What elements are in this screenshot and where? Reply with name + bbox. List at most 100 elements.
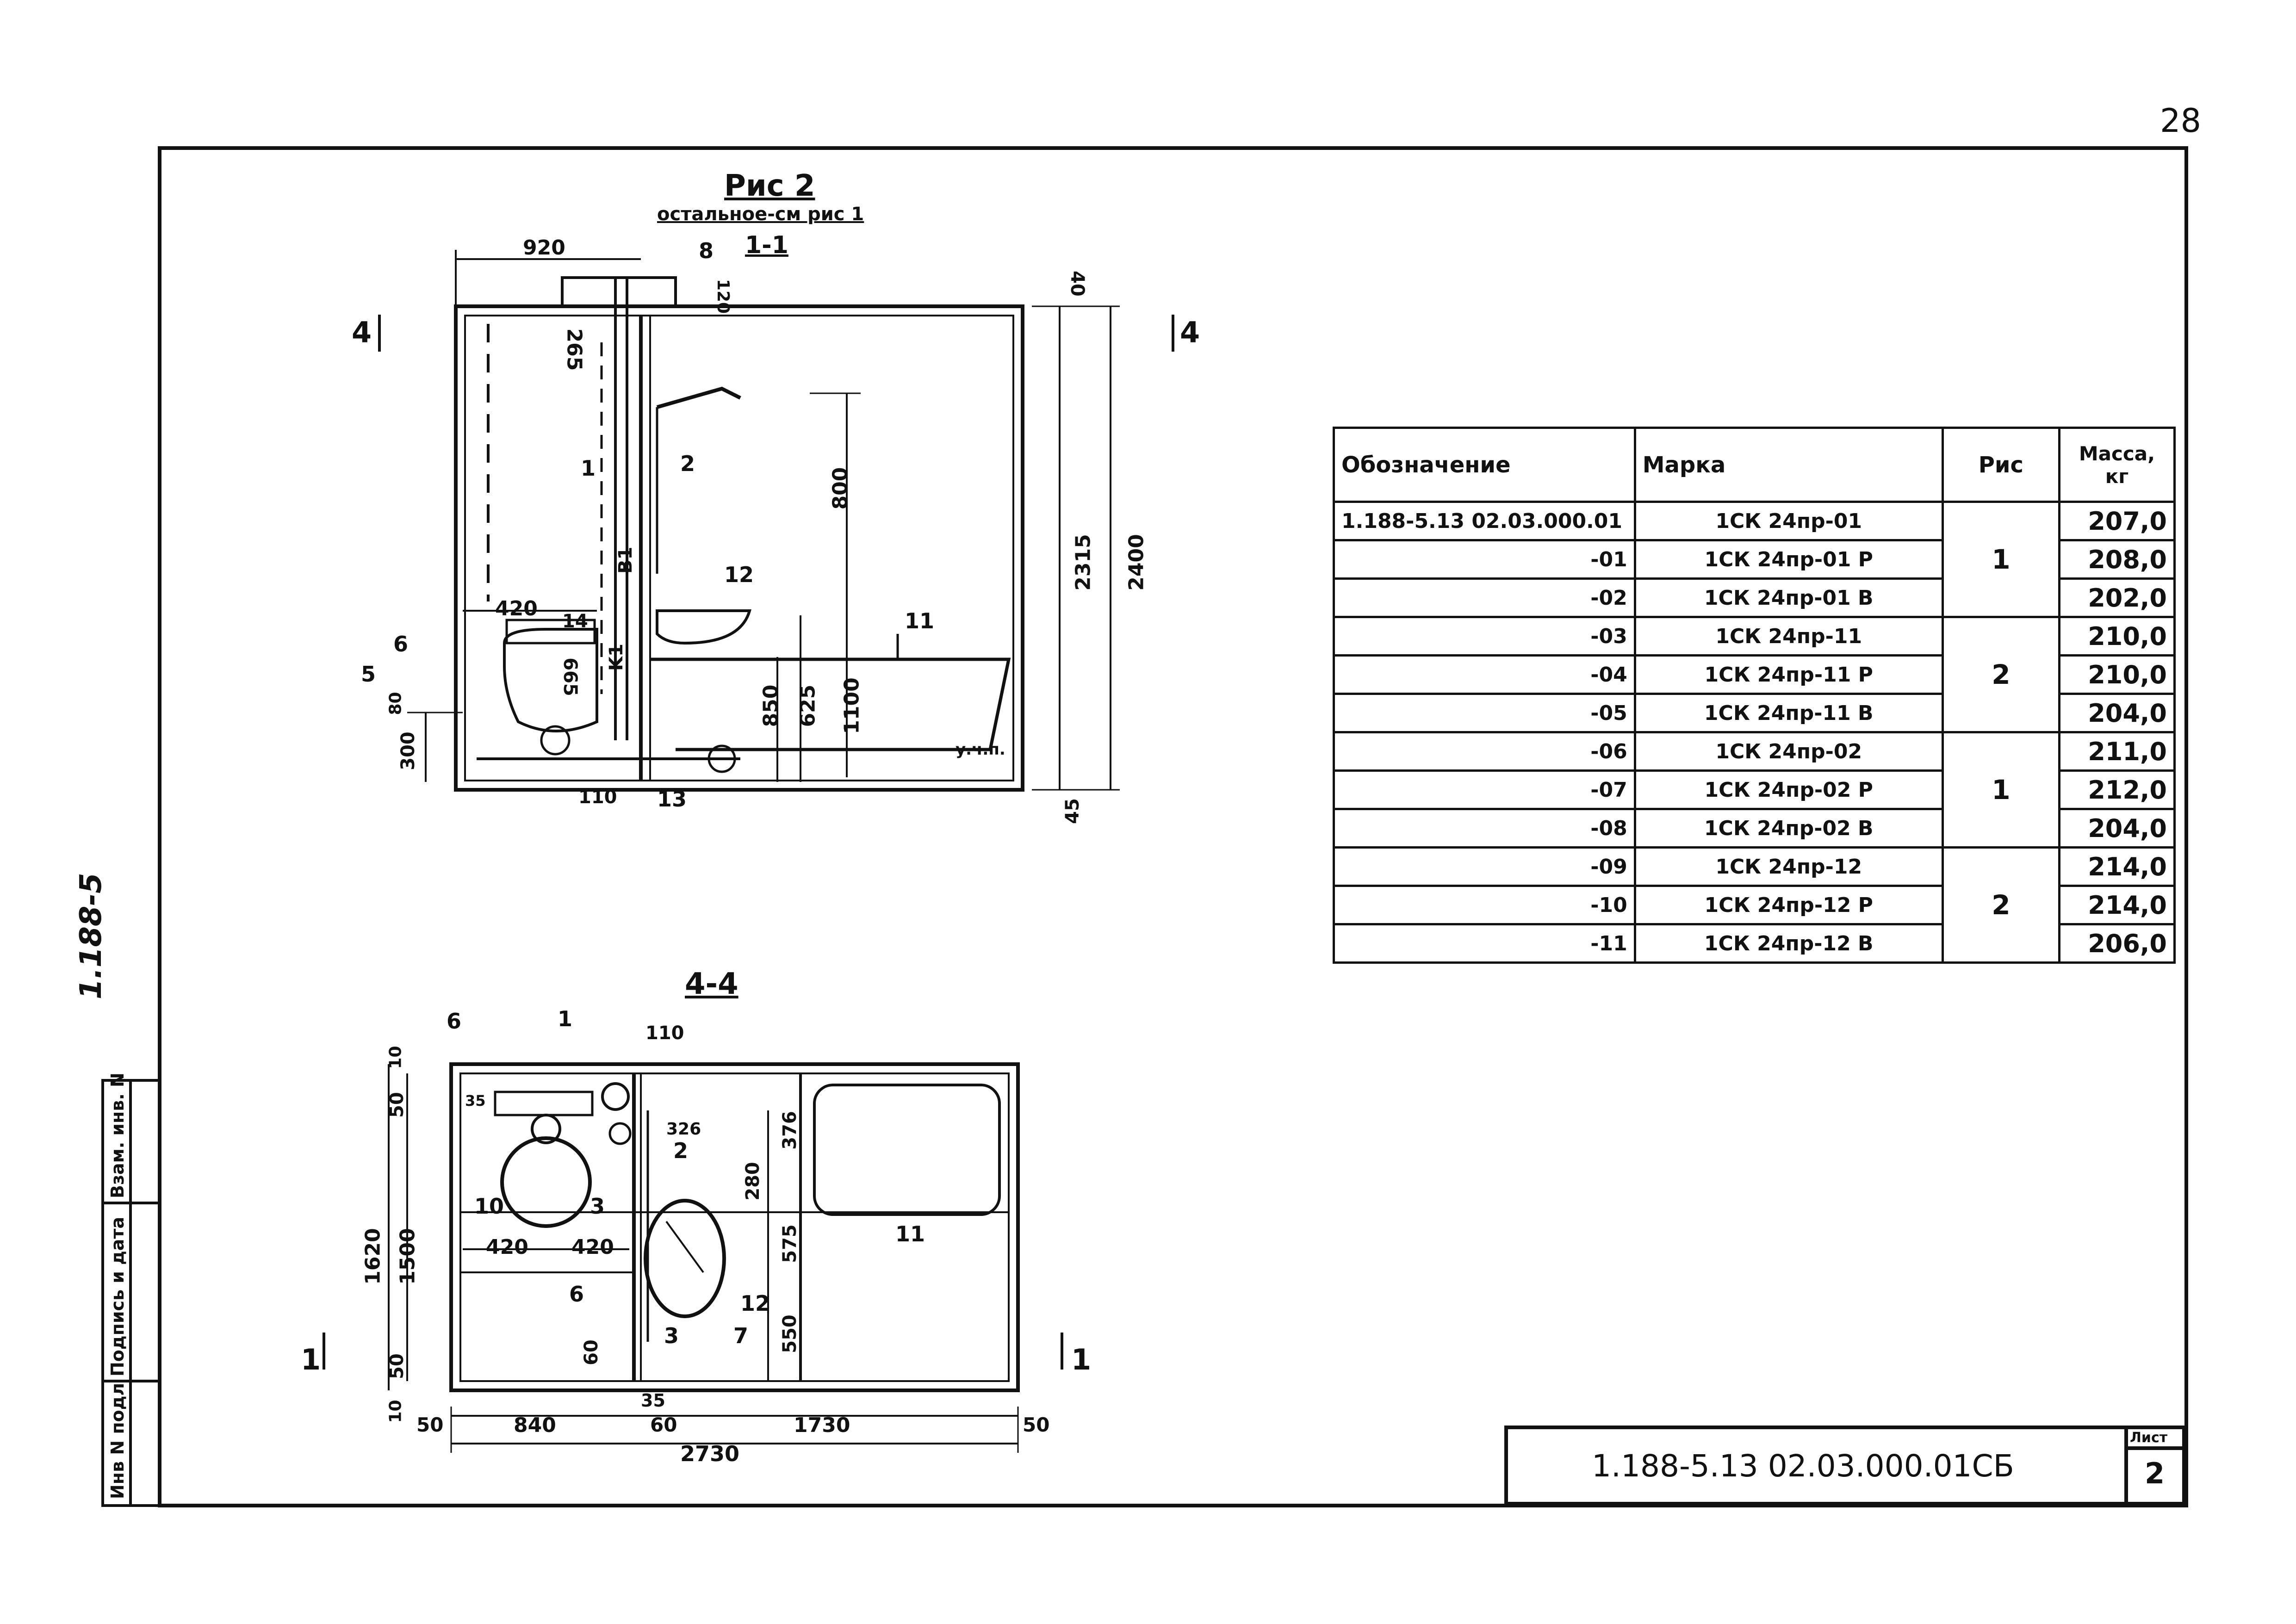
figure-subtitle: остальное-см рис 1 — [657, 204, 864, 225]
dim-4-35-top: 35 — [465, 1092, 486, 1110]
callout-4-6-bottom: 6 — [569, 1282, 584, 1307]
table-row: -01 1СК 24пр-01 Р 208,0 — [1333, 539, 2176, 580]
table-row: -04 1СК 24пр-11 Р 210,0 — [1333, 654, 2176, 695]
dim-4-326: 326 — [666, 1120, 701, 1139]
dim-4-10-top: 10 — [386, 1046, 405, 1069]
cell-fig: 1 — [1941, 731, 2060, 849]
table-row: 1.188-5.13 02.03.000.01 1СК 24пр-01 1 20… — [1333, 501, 2176, 618]
callout-4-10: 10 — [474, 1194, 504, 1219]
cell-mark: 1СК 24пр-12 Р — [1633, 885, 1944, 925]
callout-4-6-top: 6 — [447, 1009, 462, 1034]
drawing-code: 1.188-5.13 02.03.000.01СБ — [1592, 1448, 2014, 1484]
dim-265: 265 — [562, 328, 586, 371]
section-4-4-label: 4-4 — [685, 967, 738, 1001]
cell-mark: 1СК 24пр-01 Р — [1633, 539, 1944, 580]
cell-designation: -10 — [1333, 885, 1636, 925]
dim-4-376: 376 — [779, 1111, 800, 1150]
callout-5: 5 — [361, 662, 376, 687]
cell-mass: 207,0 — [2058, 501, 2176, 541]
cell-mass: 210,0 — [2058, 654, 2176, 695]
dim-300: 300 — [397, 731, 419, 770]
stamp-inv-podl: Инв N подл — [107, 1382, 128, 1499]
cell-mark: 1СК 24пр-02 — [1633, 731, 1944, 772]
pipe-label-b1: B1 — [615, 547, 636, 574]
cell-designation: -03 — [1333, 616, 1636, 657]
dim-420: 420 — [495, 597, 538, 620]
dim-2315: 2315 — [1071, 534, 1095, 591]
cell-mark: 1СК 24пр-11 В — [1633, 693, 1944, 733]
callout-11: 11 — [905, 608, 935, 633]
table-row: -03 1СК 24пр-11 2 210,0 — [1333, 616, 2176, 733]
callout-4-11: 11 — [895, 1221, 925, 1246]
cell-designation: -02 — [1333, 577, 1636, 618]
page-number: 28 — [2160, 102, 2202, 140]
sheet-frame — [158, 146, 2188, 1507]
sheet-label: Лист — [2130, 1430, 2168, 1446]
stamp-podpis-data: Подпись и дата — [107, 1216, 128, 1376]
dim-80: 80 — [386, 692, 405, 715]
callout-4-7: 7 — [733, 1323, 749, 1348]
callout-6: 6 — [393, 632, 409, 657]
header-designation: Обозначение — [1333, 427, 1636, 503]
callout-2: 2 — [680, 451, 695, 476]
dim-4-35-bottom: 35 — [641, 1390, 665, 1411]
dim-4-50-top: 50 — [386, 1092, 408, 1118]
dim-4-total-2730: 2730 — [680, 1441, 740, 1466]
table-row: -10 1СК 24пр-12 Р 214,0 — [1333, 885, 2176, 925]
callout-4-2: 2 — [673, 1138, 689, 1163]
section-4-4-drawing — [323, 1062, 1063, 1453]
dim-4-280: 280 — [742, 1162, 763, 1201]
left-margin-code: 1.188-5 — [74, 873, 108, 999]
cell-mark: 1СК 24пр-11 Р — [1633, 654, 1944, 695]
cell-designation: -09 — [1333, 846, 1636, 887]
header-mark: Марка — [1633, 427, 1944, 503]
cell-mass: 204,0 — [2058, 693, 2176, 733]
cut-label-4-right: 4 — [1180, 316, 1200, 349]
cell-mark: 1СК 24пр-12 В — [1633, 923, 1944, 964]
cell-mass: 210,0 — [2058, 616, 2176, 657]
dim-4-550: 550 — [779, 1314, 800, 1353]
callout-12: 12 — [724, 562, 754, 587]
dim-110: 110 — [578, 787, 617, 808]
dim-40: 40 — [1066, 271, 1088, 297]
section-1-1-drawing — [378, 250, 1174, 792]
dim-850: 850 — [759, 684, 783, 727]
dim-2400: 2400 — [1124, 534, 1148, 591]
header-fig: Рис — [1941, 427, 2060, 503]
cell-mass: 208,0 — [2058, 539, 2176, 580]
cell-designation: -05 — [1333, 693, 1636, 733]
cell-mass: 204,0 — [2058, 808, 2176, 849]
section-1-1-label: 1-1 — [745, 231, 788, 259]
cell-mass: 212,0 — [2058, 769, 2176, 810]
sheet-number: 2 — [2145, 1457, 2165, 1490]
specification-table: Обозначение Марка Рис Масса, кг 1.188-5.… — [1333, 427, 2176, 964]
dim-4-575: 575 — [779, 1224, 800, 1263]
callout-4-1: 1 — [558, 1006, 573, 1031]
table-row: -06 1СК 24пр-02 1 211,0 — [1333, 731, 2176, 849]
dim-4-bottom-50-right: 50 — [1023, 1413, 1050, 1436]
dim-1100: 1100 — [840, 677, 864, 734]
pipe-label-k1: K1 — [606, 644, 627, 671]
cell-fig: 2 — [1941, 616, 2060, 733]
table-row: -11 1СК 24пр-12 В 206,0 — [1333, 923, 2176, 964]
dim-4-bottom-60: 60 — [650, 1413, 677, 1436]
dim-4-1500: 1500 — [396, 1228, 420, 1285]
cut-label-1-right: 1 — [1071, 1343, 1091, 1376]
header-mass: Масса, кг — [2058, 427, 2176, 503]
dim-4-bottom-1730: 1730 — [794, 1413, 850, 1437]
cell-mark: 1СК 24пр-11 — [1633, 616, 1944, 657]
cell-mark: 1СК 24пр-12 — [1633, 846, 1944, 887]
dim-4-bottom-840: 840 — [514, 1413, 556, 1437]
table-row: -09 1СК 24пр-12 2 214,0 — [1333, 846, 2176, 964]
callout-1: 1 — [581, 456, 596, 481]
table-row: -05 1СК 24пр-11 В 204,0 — [1333, 693, 2176, 733]
cell-mass: 202,0 — [2058, 577, 2176, 618]
figure-title: Рис 2 — [724, 169, 815, 203]
cell-designation: -07 — [1333, 769, 1636, 810]
cell-designation: -01 — [1333, 539, 1636, 580]
cell-mass: 214,0 — [2058, 846, 2176, 887]
cell-designation: -04 — [1333, 654, 1636, 695]
cell-designation: -08 — [1333, 808, 1636, 849]
dim-4-60: 60 — [580, 1339, 602, 1365]
